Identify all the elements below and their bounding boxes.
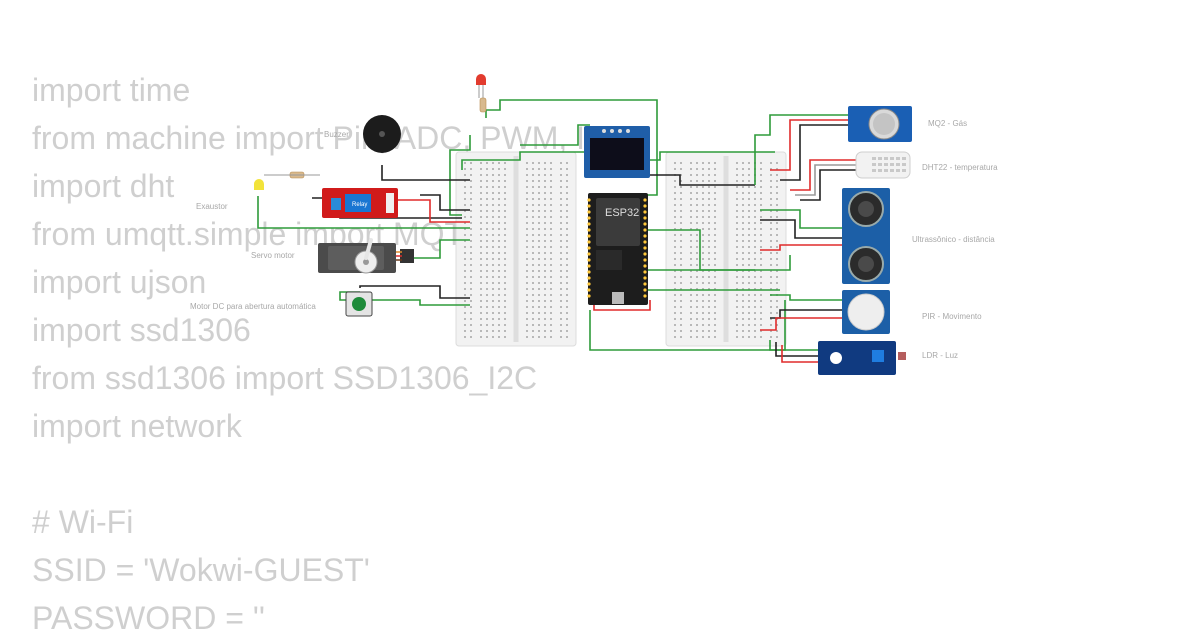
servo-label: Servo motor: [251, 251, 295, 260]
code-line: import ssd1306: [32, 312, 251, 348]
yellow-led-icon: [254, 171, 320, 190]
mq2-sensor: [848, 106, 912, 142]
code-line: SSID = 'Wokwi-GUEST': [32, 552, 370, 588]
code-line: # Wi-Fi: [32, 504, 134, 540]
breadboard-left: [455, 151, 577, 347]
code-line: import dht: [32, 168, 175, 204]
ultrasonic-label: Ultrassônico - distância: [912, 235, 995, 244]
pir-sensor: [842, 290, 890, 334]
pushbutton: [345, 291, 373, 317]
buzzer-icon: [363, 115, 401, 153]
esp32-label: ESP32: [605, 207, 639, 219]
dc-motor-label: Motor DC para abertura automática: [190, 302, 316, 311]
pir-label: PIR - Movimento: [922, 312, 982, 321]
ultrasonic-sensor: [842, 188, 890, 284]
buzzer-label: Buzzer: [324, 130, 349, 139]
dht22-label: DHT22 - temperatura: [922, 163, 998, 172]
code-line: import network: [32, 408, 242, 444]
wires: [257, 99, 856, 363]
red-led-icon: [476, 74, 487, 113]
relay-module: Relay: [322, 188, 398, 218]
oled-display: [584, 126, 650, 178]
ldr-sensor: [818, 341, 906, 375]
code-line: import time: [32, 72, 191, 108]
servo-motor: [318, 238, 414, 274]
code-line: from ssd1306 import SSD1306_I2C: [32, 360, 538, 396]
relay-label: Relay: [352, 202, 367, 208]
code-line: import ujson: [32, 264, 207, 300]
ldr-label: LDR - Luz: [922, 351, 958, 360]
breadboard-right: [665, 151, 787, 347]
exhaust-label: Exaustor: [196, 202, 228, 211]
esp32-board: ESP32: [587, 193, 648, 305]
mq2-label: MQ2 - Gás: [928, 119, 967, 128]
dht22-sensor: [855, 151, 911, 179]
